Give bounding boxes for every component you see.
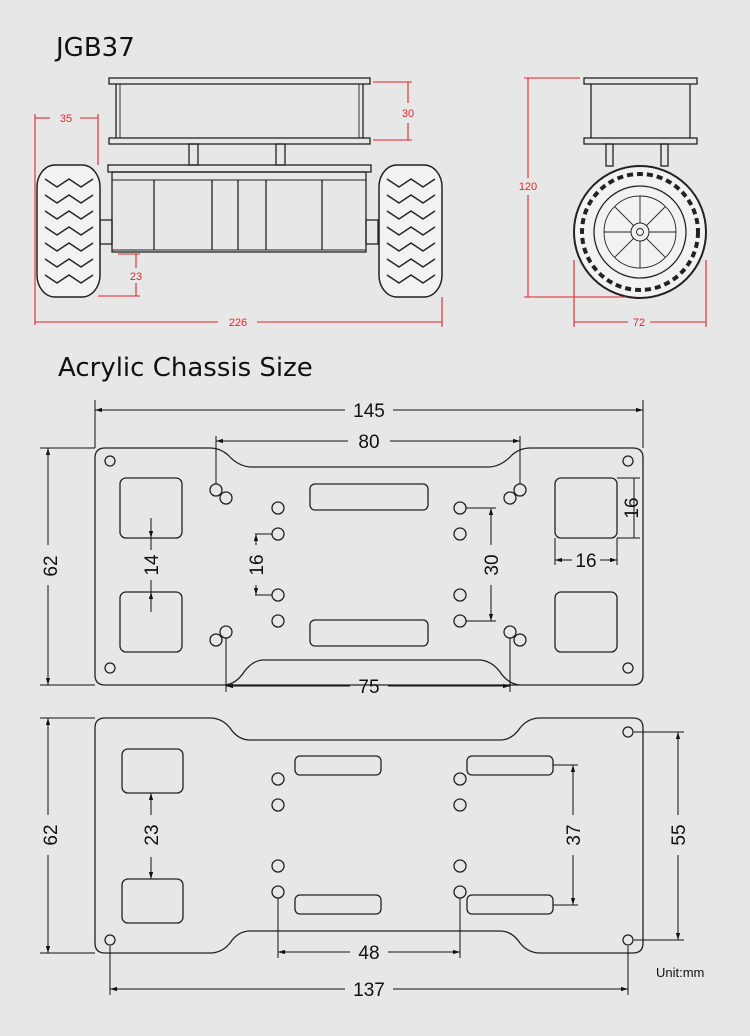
- front-view-drawing: [36, 77, 443, 298]
- lower-plate: [94, 717, 644, 954]
- dim-frame-height: 30: [402, 108, 414, 120]
- dim-upper-height: 62: [41, 555, 62, 576]
- dim-slot-spacing: 37: [564, 824, 585, 845]
- upper-plate-dimensions: 145 80 62 75 14 16 30 16 16: [40, 400, 644, 698]
- dim-lower-height: 62: [41, 824, 62, 845]
- motor-model-title: JGB37: [54, 33, 135, 63]
- dim-lower-square-gap: 23: [142, 824, 163, 845]
- dim-center-hole-spacing-lower: 48: [358, 943, 379, 964]
- front-view-dimensions: 35 30 23 226: [34, 81, 443, 329]
- dim-top-hole-spacing: 80: [358, 432, 379, 453]
- dim-square-width: 16: [575, 551, 596, 572]
- dim-square-height: 16: [622, 497, 643, 518]
- dim-total-height: 120: [519, 181, 537, 193]
- dim-right-hole-spacing: 30: [482, 554, 503, 575]
- dim-bottom-hole-spacing: 75: [358, 677, 379, 698]
- dim-square-gap: 14: [142, 554, 163, 576]
- dim-center-hole-spacing: 16: [247, 554, 268, 575]
- dim-corner-hole-horizontal: 137: [353, 980, 385, 1001]
- lower-plate-dimensions: 62 23 37 55 48 137: [40, 717, 690, 1001]
- upper-plate: [94, 447, 644, 686]
- side-view-drawing: [573, 77, 707, 299]
- dim-corner-hole-vertical: 55: [669, 824, 690, 845]
- dim-ground-clearance: 23: [130, 271, 142, 283]
- chassis-section-title: Acrylic Chassis Size: [58, 353, 313, 383]
- unit-label: Unit:mm: [656, 965, 704, 980]
- dim-wheel-diameter: 72: [633, 317, 645, 329]
- dim-wheel-width: 35: [60, 113, 72, 125]
- dim-upper-length: 145: [353, 401, 385, 422]
- side-view-dimensions: 120 72: [519, 77, 707, 329]
- dim-total-width: 226: [229, 317, 247, 329]
